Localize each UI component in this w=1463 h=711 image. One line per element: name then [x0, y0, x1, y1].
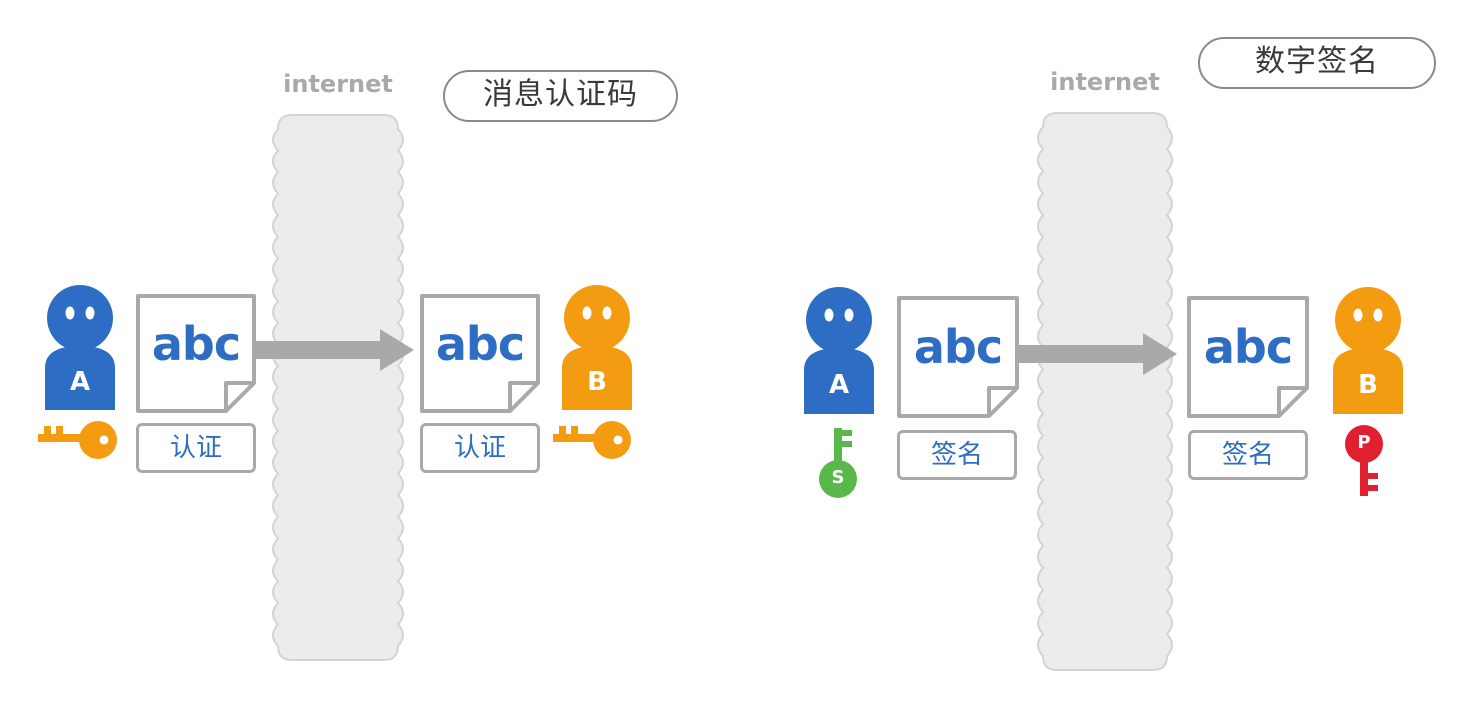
sender-document-icon: [897, 296, 1019, 418]
secret-key-letter: S: [831, 467, 845, 488]
receiver-mac-tag: 认证: [420, 423, 540, 473]
signature-panel: 数字签名 internet A B abc abc 签名 签名 S P: [731, 0, 1462, 711]
sender-person-icon: [804, 287, 874, 414]
sender-signature-tag: 签名: [897, 430, 1017, 480]
receiver-signature-tag: 签名: [1188, 430, 1308, 480]
mac-panel: 消息认证码 internet A B abc abc 认证 认证: [0, 0, 731, 711]
sender-mac-tag: 认证: [136, 423, 256, 473]
transfer-arrow: [255, 329, 414, 371]
receiver-document-text: abc: [435, 317, 525, 371]
signature-title: 数字签名: [1198, 37, 1436, 89]
internet-cloud: [1037, 112, 1173, 671]
sender-document-text: abc: [151, 317, 241, 371]
receiver-person-icon: [562, 285, 632, 410]
sender-letter: A: [828, 370, 850, 400]
public-key-letter: P: [1357, 432, 1371, 453]
receiver-key-icon: [553, 421, 631, 459]
sender-person-icon: [45, 285, 115, 410]
signature-diagram: [804, 112, 1403, 671]
sender-letter: A: [69, 367, 91, 397]
sender-document-text: abc: [913, 320, 1003, 374]
receiver-person-icon: [1333, 287, 1403, 414]
receiver-document-icon: [1187, 296, 1309, 418]
public-key-icon: [1345, 425, 1383, 496]
internet-label: internet: [1050, 68, 1160, 96]
transfer-arrow: [1018, 333, 1177, 375]
sender-key-icon: [38, 421, 117, 459]
internet-cloud: [272, 114, 404, 661]
receiver-document-text: abc: [1203, 320, 1293, 374]
mac-diagram: [38, 114, 632, 661]
internet-label: internet: [283, 70, 393, 98]
receiver-letter: B: [587, 367, 607, 397]
receiver-letter: B: [1358, 370, 1378, 400]
mac-title: 消息认证码: [443, 70, 678, 122]
secret-key-icon: [819, 428, 857, 498]
